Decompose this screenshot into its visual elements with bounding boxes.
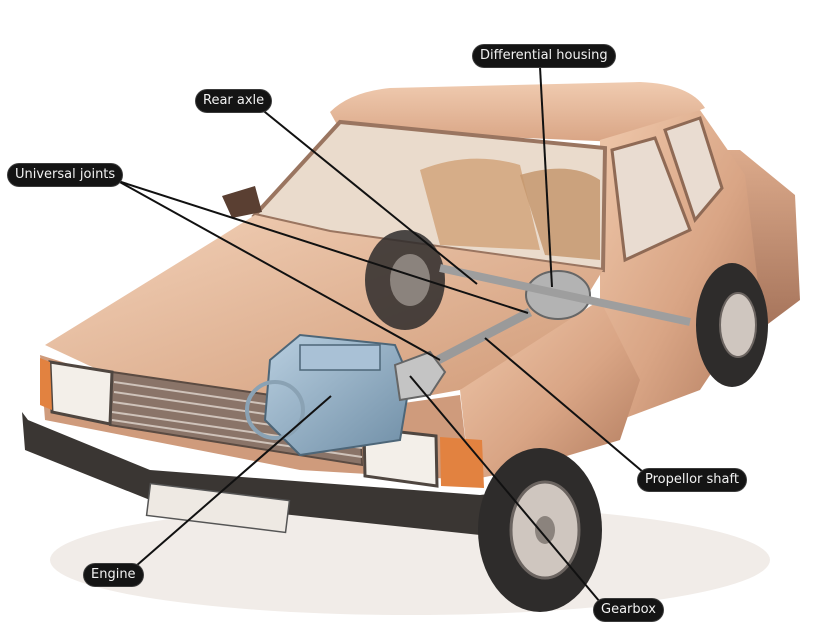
label-rear-axle: Rear axle: [196, 90, 272, 112]
left-headlight: [48, 360, 114, 426]
label-differential-housing: Differential housing: [473, 45, 615, 67]
leader-differential-housing: [539, 66, 553, 288]
leader-rear-axle: [259, 107, 478, 285]
right-indicator: [440, 437, 484, 488]
rear-axle-tube: [439, 264, 691, 326]
car-hood: [45, 215, 603, 415]
rear-side-window: [610, 136, 692, 263]
front-bumper: [22, 412, 565, 535]
engine-block: [245, 333, 412, 457]
label-propellor-shaft: Propellor shaft: [638, 469, 746, 491]
label-universal-joints: Universal joints: [8, 164, 123, 186]
front-seats: [420, 158, 540, 250]
rear-right-wheel: [696, 263, 768, 387]
front-right-fender: [460, 300, 640, 480]
rear-quarter-window: [663, 116, 724, 224]
leader-universal-joint-front: [117, 180, 441, 361]
leader-gearbox: [409, 375, 601, 603]
leader-lines: [117, 66, 644, 603]
label-gearbox: Gearbox: [594, 599, 663, 621]
propeller-shaft: [435, 308, 533, 364]
spare-wheel: [365, 230, 445, 330]
leader-universal-joint-rear: [117, 180, 529, 314]
car-roof: [330, 82, 705, 142]
leader-propellor-shaft: [484, 337, 644, 473]
side-mirror: [222, 186, 262, 218]
label-engine: Engine: [84, 564, 143, 586]
leader-engine: [135, 395, 332, 567]
rear-seats: [520, 168, 600, 260]
left-indicator: [40, 358, 52, 410]
gearbox-casing: [393, 350, 447, 402]
